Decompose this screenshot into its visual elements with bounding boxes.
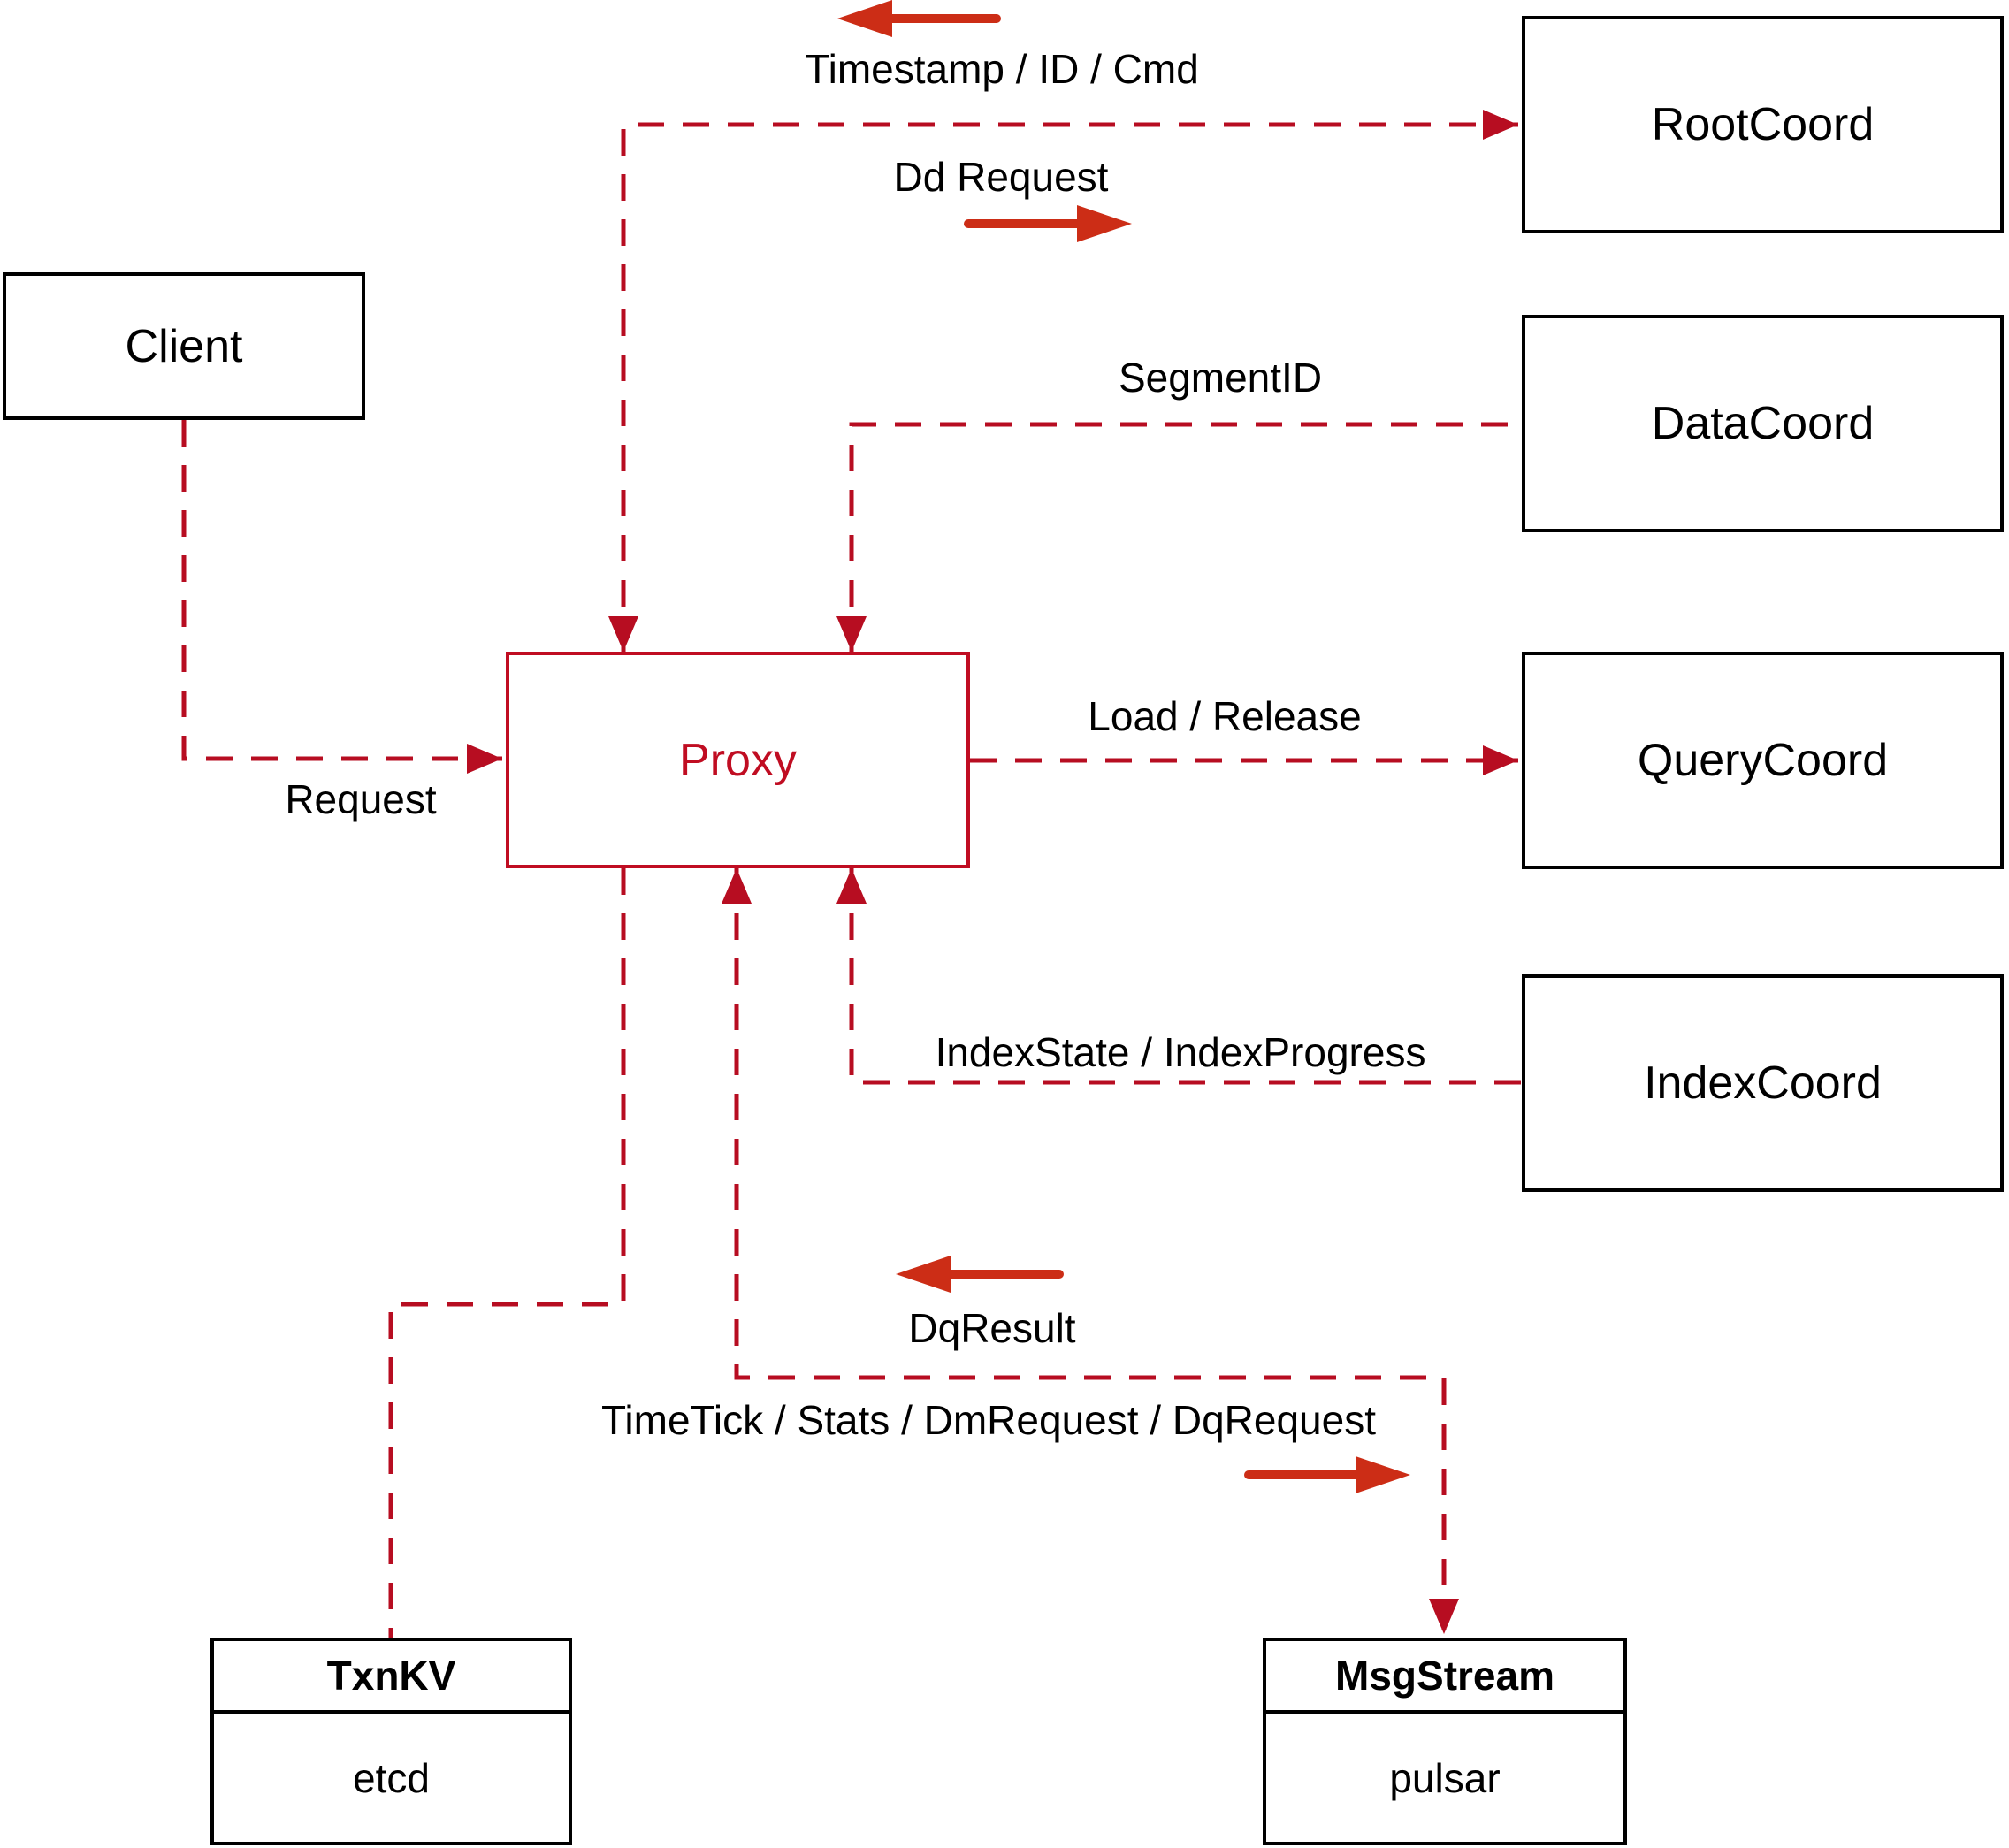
node-msgstream-subtitle: pulsar bbox=[1389, 1754, 1501, 1801]
edge-proxy-rootcoord bbox=[608, 110, 1518, 652]
node-proxy: Proxy bbox=[506, 652, 970, 868]
node-querycoord: QueryCoord bbox=[1522, 652, 2004, 869]
edge-client-proxy bbox=[181, 420, 502, 774]
node-client-label: Client bbox=[125, 320, 243, 372]
edge-label-segment-id: SegmentID bbox=[1118, 355, 1323, 401]
node-msgstream: MsgStream pulsar bbox=[1263, 1638, 1627, 1845]
direction-arrow-right-timetick bbox=[1244, 1456, 1410, 1493]
edge-label-timetick-stats: TimeTick / Stats / DmRequest / DqRequest bbox=[601, 1397, 1376, 1443]
edge-label-dd-request: Dd Request bbox=[893, 154, 1109, 200]
node-datacoord: DataCoord bbox=[1522, 315, 2004, 532]
node-indexcoord: IndexCoord bbox=[1522, 974, 2004, 1192]
edge-proxy-txnkv bbox=[388, 868, 626, 1638]
edge-label-load-release: Load / Release bbox=[1088, 693, 1362, 739]
node-client: Client bbox=[3, 272, 365, 420]
node-querycoord-label: QueryCoord bbox=[1637, 735, 1889, 786]
node-datacoord-label: DataCoord bbox=[1651, 398, 1875, 449]
edge-label-timestamp-id-cmd: Timestamp / ID / Cmd bbox=[805, 46, 1199, 92]
node-rootcoord: RootCoord bbox=[1522, 16, 2004, 233]
node-txnkv-title: TxnKV bbox=[214, 1641, 569, 1714]
node-txnkv: TxnKV etcd bbox=[210, 1638, 572, 1845]
edge-label-dq-result: DqResult bbox=[908, 1305, 1076, 1351]
edge-label-index-state-progress: IndexState / IndexProgress bbox=[935, 1029, 1426, 1075]
direction-arrow-left-dq-result bbox=[896, 1256, 1064, 1293]
direction-arrow-left-timestamp bbox=[837, 0, 1001, 37]
direction-arrow-right-dd-request bbox=[964, 205, 1132, 242]
node-rootcoord-label: RootCoord bbox=[1651, 99, 1875, 150]
node-proxy-label: Proxy bbox=[679, 734, 797, 786]
edge-proxy-msgstream bbox=[722, 868, 1459, 1634]
node-indexcoord-label: IndexCoord bbox=[1644, 1058, 1882, 1109]
edge-datacoord-proxy bbox=[836, 422, 1522, 652]
node-txnkv-subtitle: etcd bbox=[353, 1754, 430, 1801]
edge-label-request: Request bbox=[285, 776, 437, 822]
node-msgstream-title: MsgStream bbox=[1266, 1641, 1623, 1714]
